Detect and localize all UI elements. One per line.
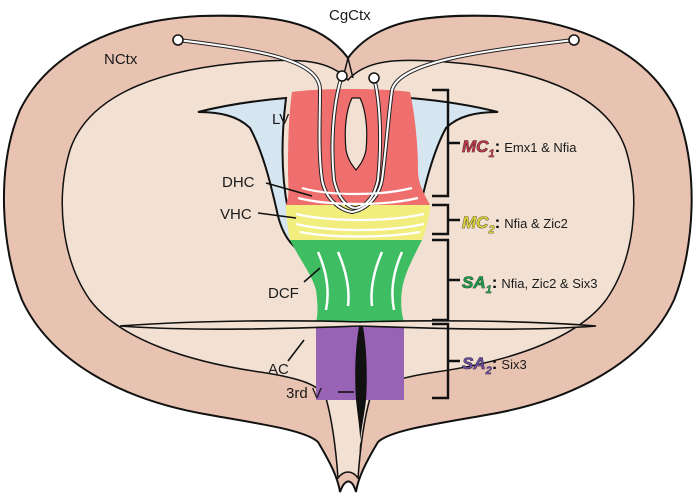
label-third-v: 3rd V [286, 385, 322, 402]
zone-sa1-colon: : [492, 273, 498, 292]
mc1-cleft [345, 98, 367, 170]
zone-mc2-abbr: MC [462, 213, 489, 232]
zone-mc1-colon: : [495, 137, 501, 156]
label-lv: LV [272, 111, 289, 128]
zone-sa2-colon: : [492, 354, 498, 373]
label-cgctx: CgCtx [329, 7, 371, 24]
zone-sa1-genes: Nfia, Zic2 & Six3 [501, 276, 597, 291]
zone-mc1-abbr: MC [462, 137, 489, 156]
zone-mc2-sub: 2 [487, 224, 494, 236]
zone-sa2-sub: 2 [485, 365, 492, 377]
zone-sa2-abbr: SA [462, 354, 486, 373]
zone-mc1-genes: Emx1 & Nfia [504, 140, 577, 155]
neuron-cell-body [337, 71, 347, 81]
zone-sa1-abbr: SA [462, 273, 486, 292]
label-dcf: DCF [268, 285, 299, 302]
neuron-cell-body [173, 35, 183, 45]
neuron-cell-body [569, 35, 579, 45]
label-ac: AC [268, 361, 289, 378]
label-vhc: VHC [220, 206, 252, 223]
zone-sa2-genes: Six3 [501, 357, 526, 372]
zone-mc2-colon: : [495, 213, 501, 232]
neuron-cell-body [369, 73, 379, 83]
label-nctx: NCtx [104, 51, 138, 68]
zone-mc2-genes: Nfia & Zic2 [504, 216, 568, 231]
label-dhc: DHC [222, 174, 255, 191]
